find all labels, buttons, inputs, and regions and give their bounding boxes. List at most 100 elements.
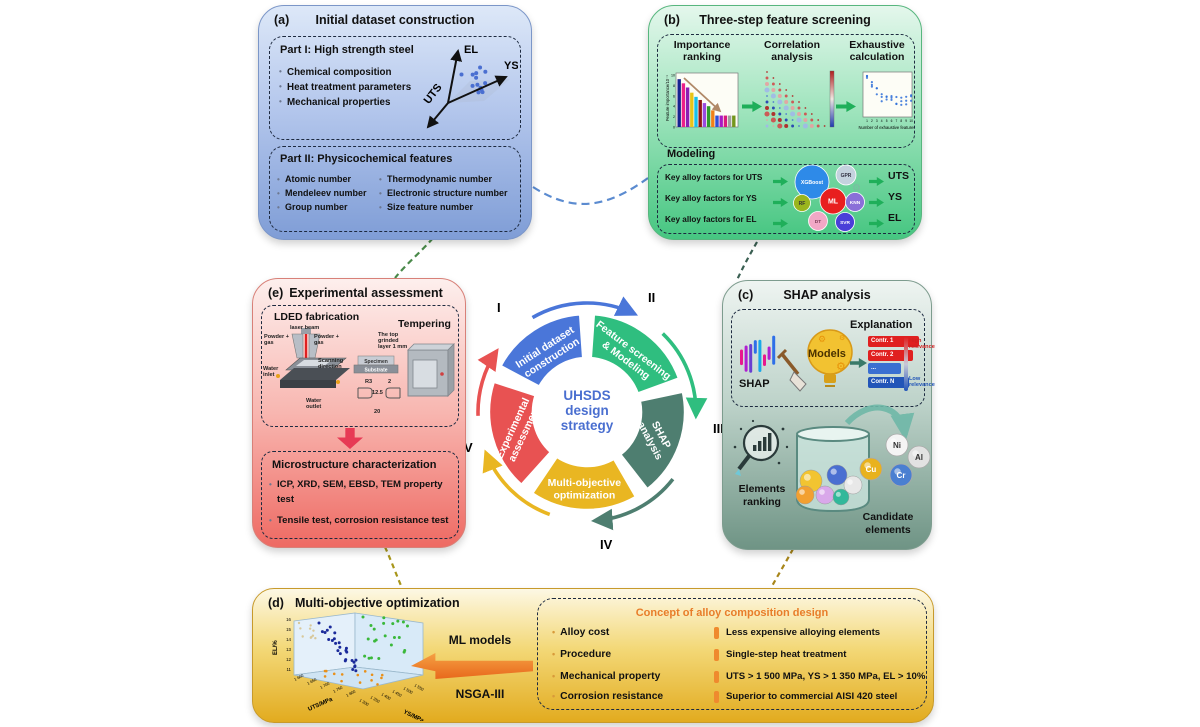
- svg-text:1: 1: [866, 119, 868, 123]
- models-brain-icon: ⚙ ⚙ ⚙: [807, 329, 853, 387]
- panel-a-tag: (a): [274, 13, 290, 27]
- flow-arrow-icon: [773, 198, 788, 207]
- concept-left: Corrosion resistance: [552, 691, 663, 702]
- svg-text:1 600: 1 600: [293, 672, 305, 681]
- svg-text:13: 13: [286, 647, 291, 652]
- svg-text:1 650: 1 650: [306, 676, 318, 685]
- svg-text:6: 6: [673, 94, 675, 98]
- svg-text:10: 10: [671, 74, 675, 78]
- contribution-bar: ...: [868, 363, 901, 374]
- svg-text:1 750: 1 750: [332, 684, 344, 693]
- panel-a-header: (a) Initial dataset construction: [259, 13, 531, 29]
- svg-text:Specimen: Specimen: [364, 359, 388, 365]
- svg-text:UTS: UTS: [422, 82, 445, 107]
- strength-axes-sketch: EL YS UTS: [422, 44, 518, 129]
- step-arrow-icon: [836, 101, 856, 112]
- panel-b-title: Three-step feature screening: [699, 13, 871, 27]
- part2-item: Mendeleev number: [276, 187, 378, 201]
- svg-text:Cr: Cr: [897, 471, 906, 480]
- part2-item: Electronic structure number: [378, 187, 518, 201]
- svg-text:2: 2: [673, 115, 675, 119]
- powder-gas-label: Powder + gas: [264, 334, 290, 347]
- svg-text:1 500: 1 500: [403, 686, 415, 696]
- svg-text:YS: YS: [504, 60, 518, 72]
- svg-text:8: 8: [900, 119, 902, 123]
- panel-a-title: Initial dataset construction: [315, 13, 475, 27]
- part2-item: Thermodynamic number: [378, 173, 518, 187]
- powder-gas-label: Powder + gas: [314, 334, 340, 347]
- svg-text:SVR: SVR: [840, 220, 850, 226]
- micro-bullet: Tensile test, corrosion resistance test: [268, 514, 452, 529]
- svg-text:1 800: 1 800: [345, 688, 357, 697]
- modeling-box: Key alloy factors for UTS Key alloy fact…: [657, 164, 915, 234]
- concept-left: Alloy cost: [552, 627, 609, 638]
- elements-ranking-label: Elements ranking: [738, 483, 786, 509]
- elements-ranking-magnifier-icon: [733, 419, 789, 476]
- svg-text:1 550: 1 550: [414, 683, 426, 693]
- ring-segment: [530, 455, 638, 512]
- shovel-icon: [776, 348, 807, 392]
- step-correlation-analysis: Correlation analysis: [763, 39, 820, 64]
- svg-text:9: 9: [905, 119, 907, 123]
- svg-text:EL/%: EL/%: [273, 640, 279, 655]
- svg-text:15: 15: [286, 627, 291, 632]
- panel-b-tag: (b): [664, 13, 680, 27]
- concept-right: Superior to commercial AISI 420 steel: [726, 691, 898, 702]
- svg-text:1 300: 1 300: [359, 698, 371, 708]
- water-inlet-label: Water inlet: [263, 366, 279, 379]
- svg-text:8: 8: [673, 84, 675, 88]
- part2-item: Group number: [276, 201, 378, 215]
- cycle-arrow: [476, 348, 499, 416]
- contribution-bar: Contr. N: [868, 376, 909, 388]
- water-outlet-label: Water outlet: [306, 398, 322, 411]
- part2-box: Part II: Physicochemical features Atomic…: [269, 146, 521, 232]
- concept-marker-icon: [714, 671, 719, 683]
- part1-item: Heat treatment parameters: [278, 80, 420, 95]
- svg-text:3: 3: [876, 119, 878, 123]
- dim-20-label: 20: [374, 409, 381, 415]
- part1-title: Part I: High strength steel: [280, 44, 414, 56]
- concept-left: Mechanical property: [552, 671, 660, 682]
- svg-text:Substrate: Substrate: [364, 368, 387, 374]
- part1-box: Part I: High strength steel Chemical com…: [269, 36, 521, 140]
- concept-left: Procedure: [552, 649, 611, 660]
- panel-d-header: (d) Multi-objective optimization: [253, 596, 933, 612]
- svg-text:6: 6: [891, 119, 893, 123]
- svg-text:2: 2: [871, 119, 873, 123]
- svg-text:⚙: ⚙: [836, 361, 846, 373]
- ring-numeral: I: [497, 300, 501, 315]
- factor-row-el: Key alloy factors for EL: [665, 215, 757, 224]
- flow-arrow-icon: [773, 177, 788, 186]
- factor-row-ys: Key alloy factors for YS: [665, 194, 757, 203]
- svg-text:GPR: GPR: [841, 173, 852, 179]
- svg-text:XGBoost: XGBoost: [801, 180, 823, 186]
- microstructure-title: Microstructure characterization: [272, 459, 437, 471]
- output-el: EL: [888, 212, 902, 224]
- cycle-arrow: [591, 477, 675, 531]
- cycle-arrow: [482, 449, 551, 517]
- ring-segment: [589, 312, 681, 396]
- relevance-high-label: High relevance: [909, 338, 935, 351]
- part2-item: Atomic number: [276, 173, 378, 187]
- svg-text:KNN: KNN: [850, 200, 861, 206]
- output-uts: UTS: [888, 170, 909, 182]
- relevance-low-label: Low relevance: [909, 376, 935, 389]
- svg-text:1 350: 1 350: [370, 695, 382, 705]
- concept-marker-icon: [714, 649, 719, 661]
- concept-right: Single-step heat treatment: [726, 649, 847, 660]
- ring-segment: [618, 390, 687, 491]
- svg-text:ML: ML: [828, 199, 839, 206]
- relevance-colorbar: [904, 337, 908, 391]
- nsga-label: NSGA-III: [455, 687, 505, 701]
- svg-text:4: 4: [673, 105, 675, 109]
- contribution-bar: Contr. 1: [868, 336, 919, 347]
- factor-row-uts: Key alloy factors for UTS: [665, 173, 763, 182]
- ring-numeral: II: [648, 290, 655, 305]
- concept-box: Concept of alloy composition design Allo…: [537, 598, 927, 710]
